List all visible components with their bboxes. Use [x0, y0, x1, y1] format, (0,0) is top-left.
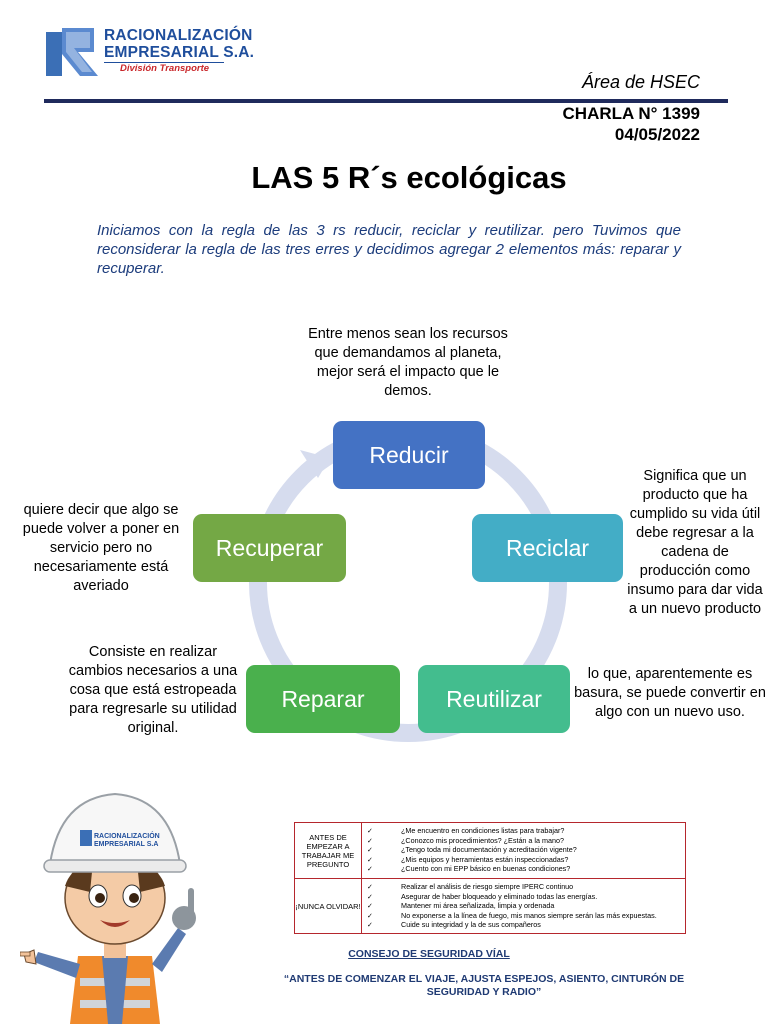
safety-advice-heading: CONSEJO DE SEGURIDAD VÍAL [348, 948, 510, 960]
checkmark-icon: ✓ [367, 835, 374, 845]
list-item: ✓ ¿Cuento con mi EPP básico en buenas con… [367, 864, 681, 874]
safety-checklist: ANTES DE EMPEZAR A TRABAJAR ME PREGUNTO … [294, 822, 686, 934]
helmet-text-line2: EMPRESARIAL S.A [94, 841, 158, 848]
intro-paragraph: Iniciamos con la regla de las 3 rs reduc… [97, 222, 681, 277]
worker-illustration-icon: RACIONALIZACIÓN EMPRESARIAL S.A [20, 792, 196, 1024]
checklist-item-text: Cuide su integridad y la de sus compañer… [401, 920, 541, 930]
description-reciclar: Significa que un producto que ha cumplid… [627, 468, 763, 617]
checklist-item-text: ¿Tengo toda mi documentación y acreditac… [401, 845, 577, 855]
checkmark-icon: ✓ [367, 854, 374, 864]
list-item: ✓ ¿Tengo toda mi documentación y acredita… [367, 845, 681, 855]
checklist-label: ¡NUNCA OLVIDAR! [295, 879, 362, 933]
cycle-step-reparar: Reparar [246, 665, 400, 733]
checkmark-icon: ✓ [367, 826, 374, 835]
checklist-section-before-work: ANTES DE EMPEZAR A TRABAJAR ME PREGUNTO … [295, 823, 685, 879]
area-label: Área de HSEC [581, 72, 700, 92]
description-reutilizar: lo que, aparentemente es basura, se pued… [574, 666, 766, 720]
header-divider [44, 99, 728, 103]
checkmark-icon: ✓ [367, 864, 374, 874]
company-name-line1: RACIONALIZACIÓN [104, 27, 253, 44]
cycle-step-recuperar: Recuperar [193, 514, 346, 582]
cycle-step-reciclar: Reciclar [472, 514, 623, 582]
checkmark-icon: ✓ [367, 882, 374, 891]
description-reducir: Entre menos sean los recursos que demand… [308, 326, 508, 399]
checklist-item-text: ¿Cuento con mi EPP básico en buenas cond… [401, 864, 571, 874]
cycle-step-reducir: Reducir [333, 421, 485, 489]
talk-number: CHARLA N° 1399 [562, 104, 700, 123]
checkmark-icon: ✓ [367, 891, 374, 901]
checklist-section-never-forget: ¡NUNCA OLVIDAR! ✓ Realizar el análisis de… [295, 879, 685, 933]
list-item: ✓ Realizar el análisis de riesgo siempre … [367, 882, 681, 892]
checkmark-icon: ✓ [367, 845, 374, 855]
checkmark-icon: ✓ [367, 910, 374, 920]
company-division: División Transporte [120, 63, 210, 74]
helmet-text-line1: RACIONALIZACIÓN [94, 831, 160, 840]
checklist-item-text: Realizar el análisis de riesgo siempre I… [401, 882, 574, 891]
checklist-item-text: Mantener mi área señalizada, limpia y or… [401, 901, 555, 911]
page-title: LAS 5 R´s ecológicas [251, 160, 567, 195]
checklist-items: ✓ ¿Me encuentro en condiciones listas par… [367, 826, 681, 874]
list-item: ✓ Cuide su integridad y la de sus compañe… [367, 920, 681, 930]
checkmark-icon: ✓ [367, 920, 374, 930]
checklist-item-text: ¿Me encuentro en condiciones listas para… [401, 826, 565, 835]
talk-info: CHARLA N° 1399 04/05/2022 [563, 103, 700, 145]
talk-date: 04/05/2022 [614, 125, 700, 144]
checkmark-icon: ✓ [367, 901, 374, 911]
cycle-step-reutilizar: Reutilizar [418, 665, 570, 733]
checklist-item-text: No exponerse a la línea de fuego, mis ma… [401, 910, 657, 920]
description-reparar: Consiste en realizar cambios necesarios … [68, 644, 238, 736]
company-name-line2: EMPRESARIAL S.A. [104, 44, 255, 61]
list-item: ✓ ¿Conozco mis procedimientos? ¿Están a l… [367, 836, 681, 846]
list-item: ✓ Asegurar de haber bloqueado y eliminado… [367, 892, 681, 902]
list-item: ✓ ¿Mis equipos y herramientas están inspe… [367, 855, 681, 865]
checklist-label: ANTES DE EMPEZAR A TRABAJAR ME PREGUNTO [295, 823, 362, 878]
list-item: ✓ Mantener mi área señalizada, limpia y o… [367, 901, 681, 911]
checklist-item-text: ¿Mis equipos y herramientas están inspec… [401, 854, 569, 864]
checklist-items: ✓ Realizar el análisis de riesgo siempre … [367, 882, 681, 930]
logo-divider [104, 62, 224, 63]
list-item: ✓ No exponerse a la línea de fuego, mis m… [367, 911, 681, 921]
safety-advice-quote: “ANTES DE COMENZAR EL VIAJE, AJUSTA ESPE… [283, 973, 685, 998]
description-recuperar: quiere decir que algo se puede volver a … [22, 502, 180, 594]
cycle-arrow-icon [300, 450, 330, 478]
checklist-item-text: Asegurar de haber bloqueado y eliminado … [401, 891, 598, 901]
company-logo-icon [46, 28, 98, 76]
list-item: ✓ ¿Me encuentro en condiciones listas par… [367, 826, 681, 836]
checklist-item-text: ¿Conozco mis procedimientos? ¿Están a la… [401, 835, 564, 845]
